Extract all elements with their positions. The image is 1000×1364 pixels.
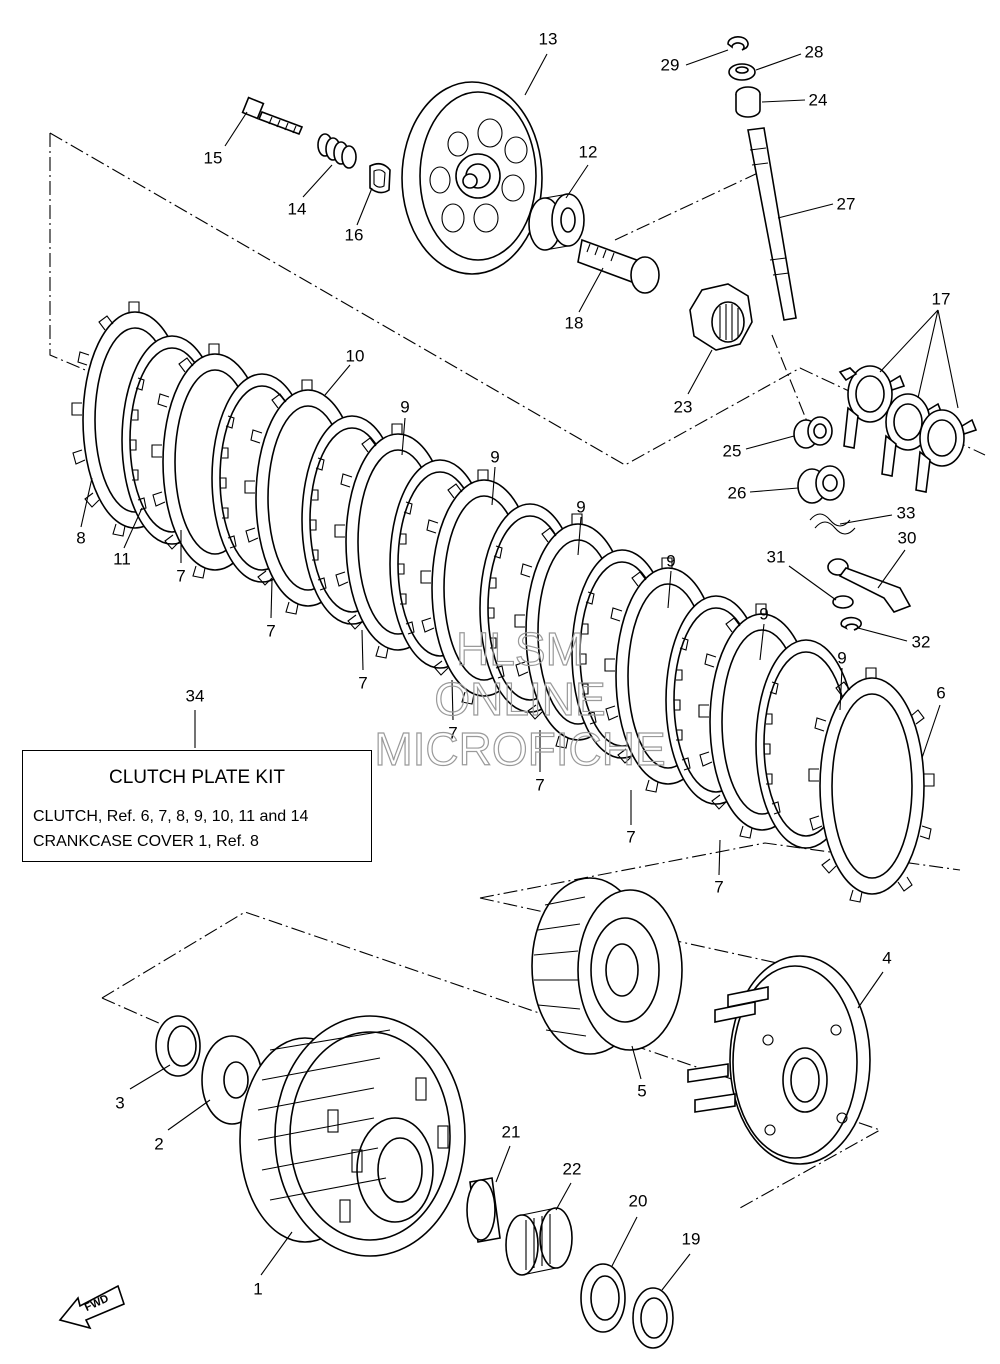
watermark-line-2: ONLINE bbox=[434, 673, 605, 725]
callout-9: 9 bbox=[837, 648, 846, 667]
callout-7: 7 bbox=[448, 723, 457, 742]
pressure-plate-13 bbox=[401, 81, 543, 275]
callout-31: 31 bbox=[767, 547, 786, 566]
callout-19: 19 bbox=[682, 1229, 701, 1248]
lock-nut-23 bbox=[689, 283, 753, 351]
callout-23: 23 bbox=[674, 397, 693, 416]
callout-25: 25 bbox=[723, 441, 742, 460]
bearing-26 bbox=[797, 465, 845, 504]
bearing-25 bbox=[793, 416, 833, 449]
callout-22: 22 bbox=[563, 1159, 582, 1178]
callout-26: 26 bbox=[728, 483, 747, 502]
watermark-line-1: HLSM bbox=[456, 623, 584, 675]
callout-7: 7 bbox=[176, 566, 185, 585]
clutch-levers-17 bbox=[838, 365, 978, 493]
callout-33: 33 bbox=[897, 503, 916, 522]
collar-24 bbox=[735, 86, 761, 118]
circlip-29 bbox=[727, 36, 749, 51]
callout-9: 9 bbox=[576, 497, 585, 516]
callout-8: 8 bbox=[76, 528, 85, 547]
lever-30 bbox=[827, 558, 912, 613]
callout-7: 7 bbox=[535, 775, 544, 794]
clutch-hub-4 bbox=[687, 955, 871, 1165]
callout-5: 5 bbox=[637, 1081, 646, 1100]
callout-15: 15 bbox=[204, 148, 223, 167]
washer-19 bbox=[632, 1287, 674, 1349]
clutch-plate-kit-box: CLUTCH PLATE KIT CLUTCH, Ref. 6, 7, 8, 9… bbox=[22, 750, 372, 862]
thrust-washer-20 bbox=[580, 1263, 626, 1333]
clutch-boss-5 bbox=[531, 877, 683, 1055]
spring-33 bbox=[809, 513, 856, 535]
callout-29: 29 bbox=[661, 55, 680, 74]
callout-7: 7 bbox=[714, 877, 723, 896]
callout-leader-lines bbox=[80, 49, 959, 1291]
collar-21 bbox=[466, 1177, 501, 1243]
spring-retainer-16 bbox=[369, 162, 391, 194]
callout-7: 7 bbox=[358, 673, 367, 692]
callout-20: 20 bbox=[629, 1191, 648, 1210]
callout-27: 27 bbox=[837, 194, 856, 213]
kit-title: CLUTCH PLATE KIT bbox=[109, 767, 285, 788]
callout-11: 11 bbox=[113, 549, 131, 568]
forward-direction-arrow: FWD bbox=[58, 1284, 125, 1330]
callout-9: 9 bbox=[759, 604, 768, 623]
thrust-washer-3 bbox=[155, 1015, 201, 1077]
needle-bearing-22 bbox=[505, 1207, 573, 1276]
watermark: HLSM ONLINE MICROFICHE bbox=[374, 622, 667, 775]
bolt-15 bbox=[241, 96, 304, 136]
callout-32: 32 bbox=[912, 632, 931, 651]
callout-17: 17 bbox=[932, 289, 951, 308]
callout-1: 1 bbox=[253, 1279, 262, 1298]
callout-12: 12 bbox=[579, 142, 598, 161]
push-rod-18 bbox=[577, 238, 660, 294]
push-rod-27 bbox=[747, 127, 797, 321]
callout-16: 16 bbox=[345, 225, 364, 244]
callout-9: 9 bbox=[400, 397, 409, 416]
kit-line: CLUTCH, Ref. 6, 7, 8, 9, 10, 11 and 14 bbox=[33, 808, 309, 825]
washer-31 bbox=[832, 595, 854, 609]
callout-9: 9 bbox=[666, 551, 675, 570]
callout-6: 6 bbox=[936, 683, 945, 702]
washer-28 bbox=[728, 63, 756, 81]
callout-labels: 13 15 14 16 12 18 29 28 24 27 17 23 25 2… bbox=[76, 29, 950, 1298]
callout-4: 4 bbox=[882, 948, 891, 967]
callout-18: 18 bbox=[565, 313, 584, 332]
bearing-12 bbox=[528, 193, 585, 251]
callout-28: 28 bbox=[805, 42, 824, 61]
callout-24: 24 bbox=[809, 90, 828, 109]
callout-9: 9 bbox=[490, 447, 499, 466]
callout-13: 13 bbox=[539, 29, 558, 48]
callout-30: 30 bbox=[898, 528, 917, 547]
callout-14: 14 bbox=[288, 199, 307, 218]
callout-2: 2 bbox=[154, 1134, 163, 1153]
callout-3: 3 bbox=[115, 1093, 124, 1112]
primary-driven-gear-1 bbox=[239, 1015, 466, 1257]
callout-34: 34 bbox=[186, 686, 205, 705]
kit-line: CRANKCASE COVER 1, Ref. 8 bbox=[33, 833, 259, 850]
watermark-line-3: MICROFICHE bbox=[374, 723, 665, 775]
spring-14 bbox=[317, 133, 357, 169]
callout-21: 21 bbox=[502, 1122, 521, 1141]
callout-10: 10 bbox=[346, 346, 365, 365]
callout-7: 7 bbox=[626, 827, 635, 846]
callout-7: 7 bbox=[266, 621, 275, 640]
